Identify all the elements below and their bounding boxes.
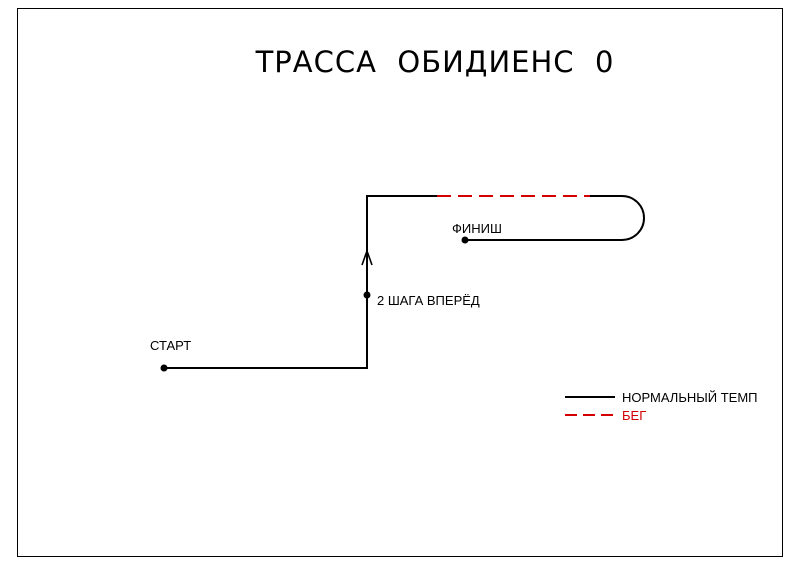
course-title: ТРАССА ОБИДИЕНС 0 xyxy=(255,45,615,79)
route-normal-finish-segment xyxy=(465,195,645,241)
route xyxy=(164,195,645,369)
start-point xyxy=(160,364,168,372)
legend: НОРМАЛЬНЫЙ ТЕМП БЕГ xyxy=(565,390,758,423)
finish-label: ФИНИШ xyxy=(452,221,502,236)
route-normal-start-segment xyxy=(164,195,437,369)
direction-arrow-icon xyxy=(361,248,373,266)
legend-run-label: БЕГ xyxy=(622,408,646,423)
start-label: СТАРТ xyxy=(150,338,191,353)
step-forward-label: 2 ШАГА ВПЕРЁД xyxy=(377,293,480,308)
legend-normal-label: НОРМАЛЬНЫЙ ТЕМП xyxy=(622,390,758,405)
sheet-frame xyxy=(17,8,783,557)
finish-point xyxy=(461,236,469,244)
step-forward-point xyxy=(363,291,371,299)
